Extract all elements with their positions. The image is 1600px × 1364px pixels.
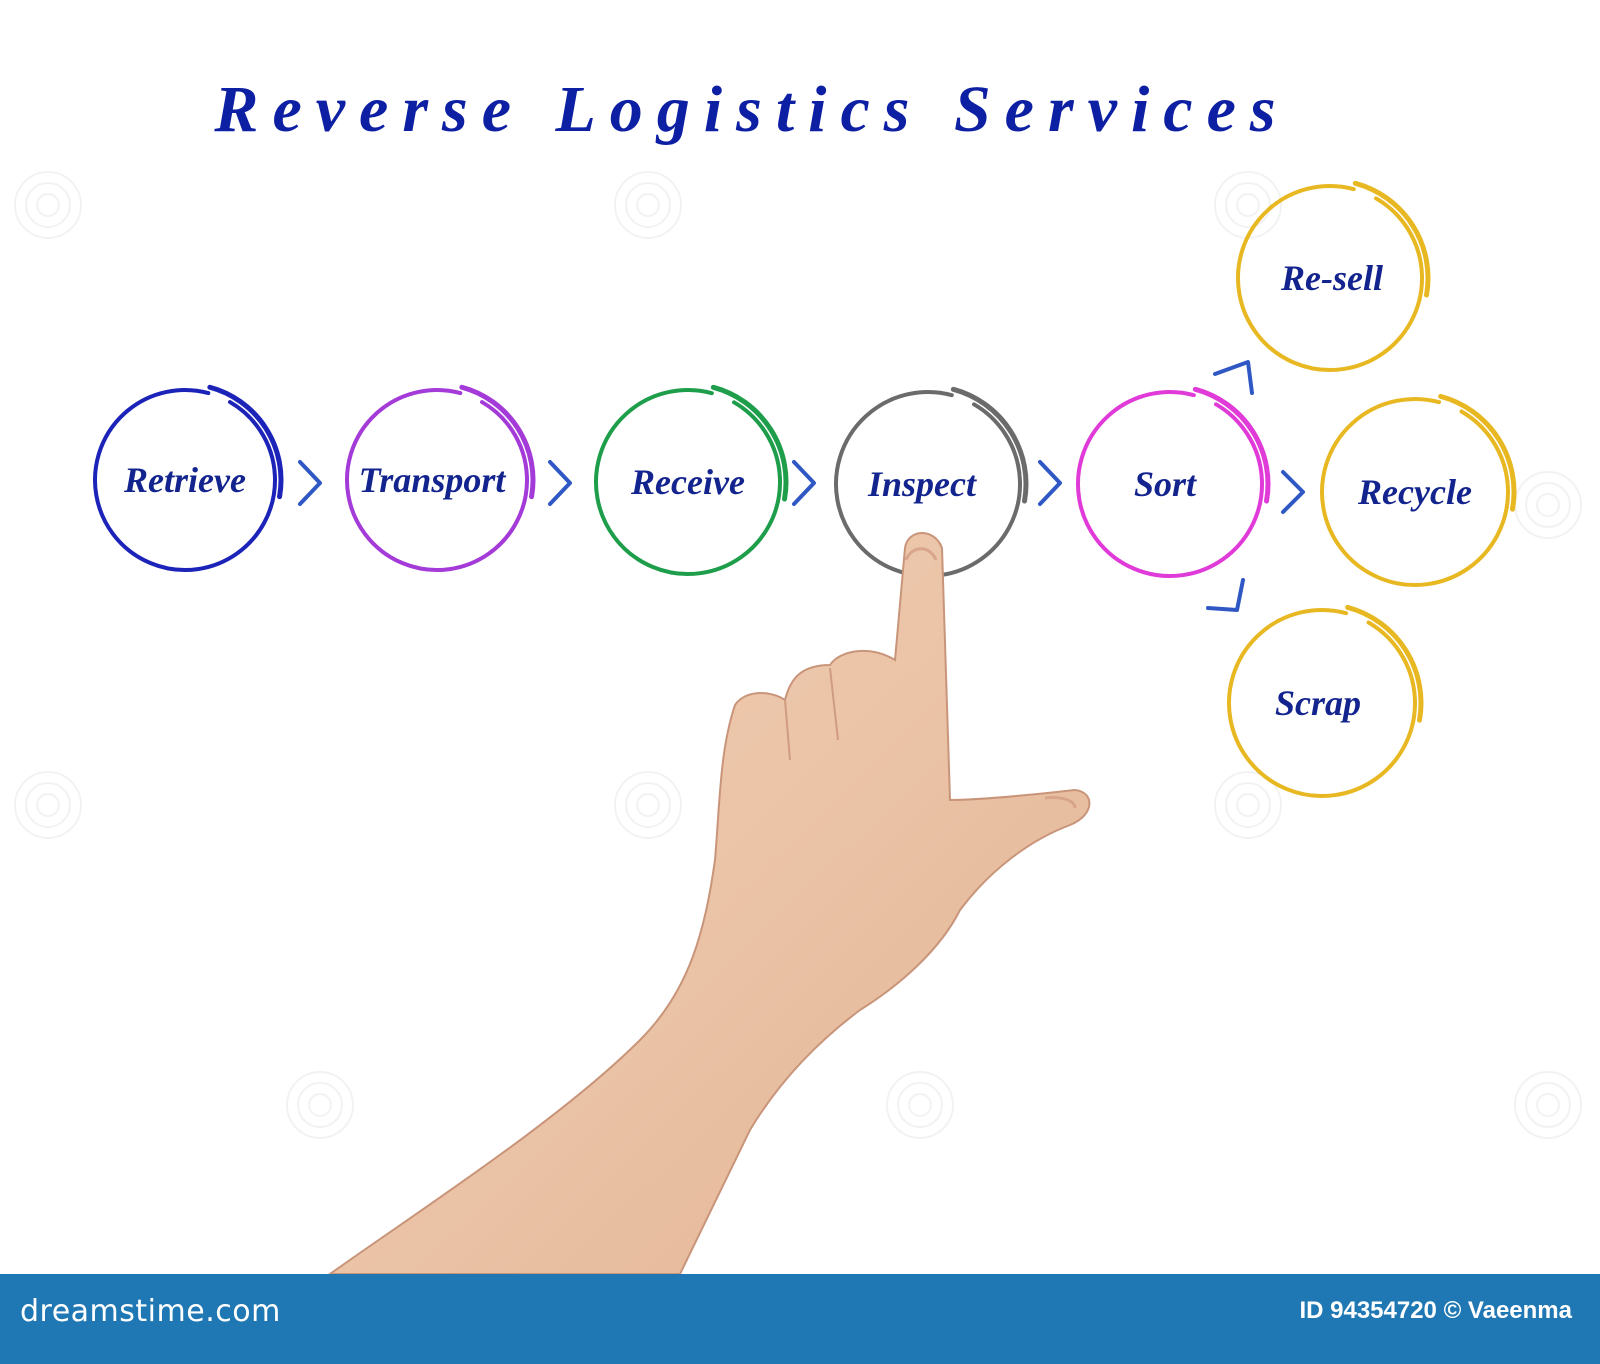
arrow-sort-resell-icon — [1213, 360, 1254, 395]
watermark-swirl-icon — [25, 182, 71, 228]
watermark-swirl-icon — [36, 793, 60, 817]
node-retrieve: Retrieve — [93, 384, 284, 572]
node-circle-stroke-transport — [459, 384, 536, 500]
watermark-swirl-icon — [1225, 182, 1271, 228]
arrow-layer — [298, 360, 1305, 612]
watermark-swirl-icon — [14, 771, 82, 839]
node-label-resell: Re-sell — [1280, 258, 1383, 298]
watermark-layer — [14, 171, 1582, 1139]
watermark-swirl-icon — [1236, 193, 1260, 217]
diagram-title: Reverse Logistics Services — [214, 73, 1290, 146]
arrow-sort-recycle-icon — [1281, 470, 1305, 514]
node-label-recycle: Recycle — [1357, 472, 1472, 512]
node-resell: Re-sell — [1236, 180, 1431, 372]
watermark-swirl-icon — [1536, 493, 1560, 517]
node-recycle: Recycle — [1320, 393, 1517, 587]
stock-footer-bar: dreamstime.com ID 94354720 © Vaeenma — [0, 1274, 1600, 1364]
arrow-transport-receive-icon — [548, 460, 572, 506]
watermark-swirl-icon — [908, 1093, 932, 1117]
watermark-swirl-icon — [1225, 782, 1271, 828]
arrow-inspect-sort-icon — [1038, 460, 1062, 506]
process-flow-diagram: Retrieve Transport Receive Inspect Sort Re-se… — [14, 171, 1582, 1274]
node-label-retrieve: Retrieve — [123, 460, 246, 500]
node-circle-stroke-receive — [710, 384, 789, 502]
watermark-swirl-icon — [1514, 471, 1582, 539]
node-inspect: Inspect — [834, 386, 1029, 578]
watermark-swirl-icon — [614, 771, 682, 839]
node-circle-scrap — [1227, 608, 1417, 798]
watermark-swirl-icon — [1514, 1071, 1582, 1139]
arrow-sort-scrap-icon — [1206, 578, 1245, 612]
watermark-swirl-icon — [297, 1082, 343, 1128]
node-circle-stroke-inspect — [950, 386, 1029, 504]
node-scrap: Scrap — [1227, 604, 1424, 798]
pointing-hand-image — [328, 532, 1091, 1274]
watermark-swirl-icon — [1236, 793, 1260, 817]
watermark-swirl-icon — [625, 782, 671, 828]
image-credit: ID 94354720 © Vaeenma — [1299, 1297, 1572, 1324]
node-transport: Transport — [345, 384, 536, 572]
watermark-swirl-icon — [14, 171, 82, 239]
watermark-swirl-icon — [1214, 771, 1282, 839]
watermark-swirl-icon — [1525, 482, 1571, 528]
watermark-swirl-icon — [614, 171, 682, 239]
node-label-scrap: Scrap — [1275, 683, 1361, 723]
watermark-swirl-icon — [636, 793, 660, 817]
node-label-inspect: Inspect — [867, 464, 977, 504]
watermark-swirl-icon — [1536, 1093, 1560, 1117]
node-circle-stroke-recycle — [1438, 393, 1517, 512]
watermark-swirl-icon — [636, 193, 660, 217]
arrow-receive-inspect-icon — [792, 460, 816, 506]
watermark-swirl-icon — [25, 782, 71, 828]
node-label-transport: Transport — [359, 460, 507, 500]
arrow-retrieve-transport-icon — [298, 460, 322, 506]
node-circle-inspect — [834, 390, 1022, 578]
node-label-receive: Receive — [630, 462, 745, 502]
watermark-swirl-icon — [897, 1082, 943, 1128]
node-circle-stroke-resell — [1352, 180, 1431, 298]
node-circle-stroke-retrieve — [207, 384, 284, 500]
node-circle-resell — [1236, 184, 1424, 372]
node-label-sort: Sort — [1134, 464, 1197, 504]
node-sort: Sort — [1076, 386, 1271, 578]
watermark-swirl-icon — [36, 193, 60, 217]
watermark-swirl-icon — [286, 1071, 354, 1139]
watermark-swirl-icon — [1525, 1082, 1571, 1128]
node-circle-stroke-scrap — [1345, 604, 1424, 723]
node-receive: Receive — [594, 384, 789, 576]
node-circle-recycle — [1320, 397, 1510, 587]
watermark-swirl-icon — [886, 1071, 954, 1139]
node-circle-retrieve — [93, 388, 277, 572]
watermark-swirl-icon — [308, 1093, 332, 1117]
node-circle-transport — [345, 388, 529, 572]
node-layer: Retrieve Transport Receive Inspect Sort Re-se… — [93, 180, 1517, 798]
node-circle-stroke-sort — [1192, 386, 1271, 504]
node-circle-sort — [1076, 390, 1264, 578]
node-circle-receive — [594, 388, 782, 576]
brand-logo-text: dreamstime.com — [20, 1294, 281, 1329]
watermark-swirl-icon — [625, 182, 671, 228]
